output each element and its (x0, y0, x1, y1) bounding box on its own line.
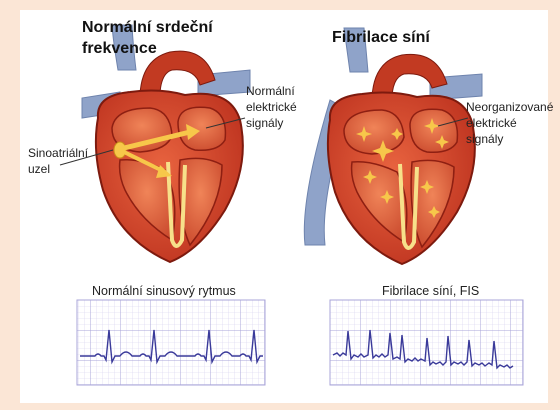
label-normal-signals-line2: elektrické (246, 100, 297, 114)
label-sa-node-line2: uzel (28, 162, 50, 176)
normal-heart (60, 25, 250, 262)
left-title-line1: Normální srdeční (82, 18, 213, 37)
ecg-normal-caption: Normální sinusový rytmus (92, 284, 236, 298)
ecg-af-caption: Fibrilace síní, FIS (382, 284, 479, 298)
label-normal-signals-line3: signály (246, 116, 283, 130)
right-title: Fibrilace síní (332, 28, 430, 47)
label-normal-signals-line1: Normální (246, 84, 295, 98)
label-sa-node-line1: Sinoatriální (28, 146, 88, 160)
label-disorganized-signals-line2: elektrické (466, 116, 517, 130)
left-title-line2: frekvence (82, 39, 157, 58)
fibrillation-heart (304, 28, 482, 264)
ecg-normal-strip (77, 300, 265, 385)
ecg-af-strip (330, 300, 523, 385)
label-disorganized-signals-line3: signály (466, 132, 503, 146)
label-disorganized-signals-line1: Neorganizované (466, 100, 556, 114)
